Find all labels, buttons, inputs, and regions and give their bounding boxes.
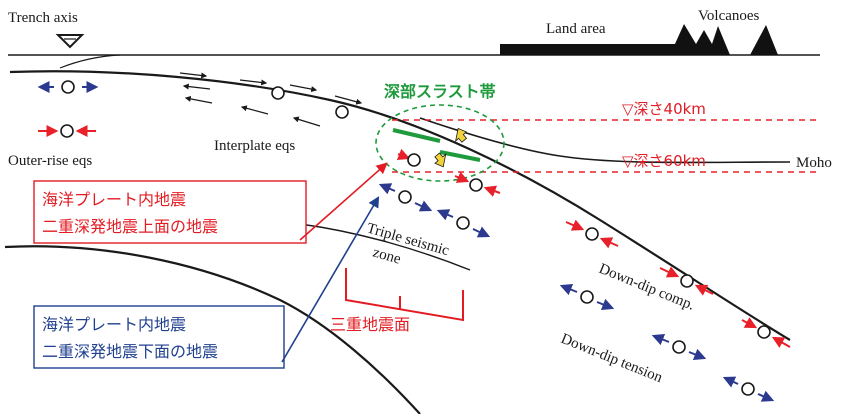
upper-plane-annotation-box [33, 180, 307, 244]
slab-lower-surface [4, 245, 421, 415]
lower-plane-annotation-box [33, 305, 285, 369]
upper-plane-pointer [299, 162, 388, 241]
lower-plane-label-line1: 海洋プレート内地震 [42, 315, 186, 334]
volcano-icon [750, 25, 778, 55]
upper-plane-eqs [396, 148, 791, 348]
triple-zone-bracket [345, 268, 464, 322]
upper-plane-label-line1: 海洋プレート内地震 [42, 190, 186, 209]
triple-seismic-label-line2: zone [371, 244, 403, 267]
outer-rise-label: Outer-rise eqs [8, 153, 92, 169]
moho-line [419, 117, 791, 164]
lower-plane-pointer [281, 196, 380, 363]
lower-plane-eqs [378, 183, 775, 402]
thrust-fault-mark [439, 150, 481, 162]
interplate-label: Interplate eqs [214, 138, 295, 154]
deep-thrust-zone-outline [375, 104, 505, 182]
moho-label: Moho [796, 155, 832, 171]
thrust-fault-mark [392, 128, 441, 143]
interplate-eqs [179, 72, 363, 127]
volcanoes-label: Volcanoes [698, 8, 760, 24]
land-area-label: Land area [546, 21, 606, 37]
trench-triangle-icon [55, 34, 85, 49]
lower-plane-label-line2: 二重深発地震下面の地震 [42, 342, 218, 361]
volcano-icon [670, 24, 730, 55]
slip-arrow-icon [455, 127, 468, 143]
trench-axis-label: Trench axis [8, 10, 78, 26]
land-area-block [500, 44, 680, 55]
outer-rise-compression-eq [38, 124, 96, 138]
deep-thrust-label: 深部スラスト帯 [384, 82, 496, 101]
outer-rise-tension-eq [37, 80, 99, 94]
depth-60-label: ▽深さ60km [622, 152, 706, 170]
upper-plane-label-line2: 二重深発地震上面の地震 [42, 217, 218, 236]
depth-40-label: ▽深さ40km [622, 100, 706, 118]
slip-arrow-icon [434, 152, 447, 168]
downdip-tension-label: Down-dip tension [559, 331, 666, 386]
triple-zone-jp-label: 三重地震面 [330, 315, 410, 334]
downdip-comp-label: Down-dip comp. [597, 261, 697, 314]
